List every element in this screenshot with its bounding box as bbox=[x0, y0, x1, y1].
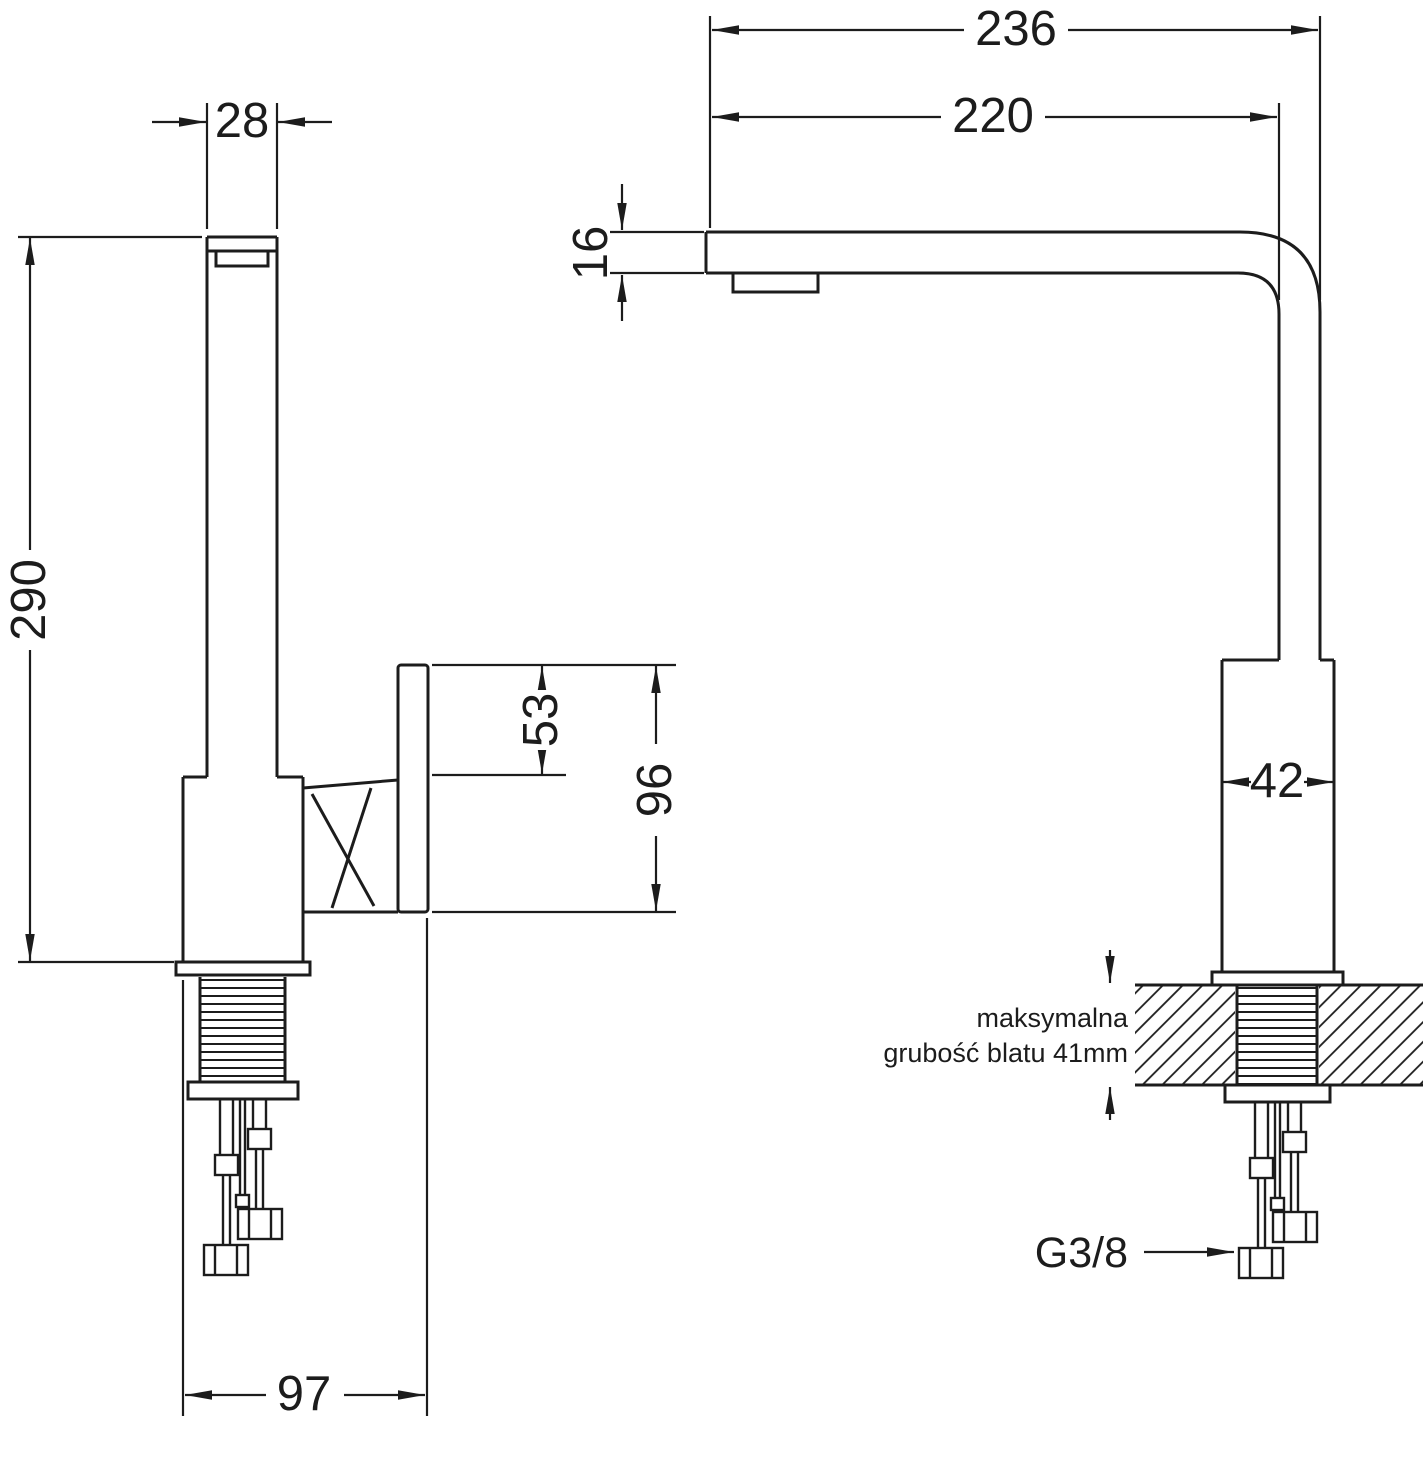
countertop-hatch-left bbox=[1135, 985, 1235, 1085]
handle-joint-top bbox=[302, 778, 399, 790]
dim-label-base-depth: 97 bbox=[277, 1367, 332, 1421]
locknut-front bbox=[1223, 1083, 1332, 1104]
countertop-hatch-right bbox=[1319, 985, 1423, 1085]
handle-lever-plate bbox=[396, 663, 430, 914]
mounting-hardware-front-view bbox=[1237, 1100, 1319, 1280]
dim-label-spout-width: 28 bbox=[215, 94, 270, 148]
countertop-note-line1: maksymalna bbox=[976, 1003, 1129, 1033]
handle-joint-diagonal-2 bbox=[330, 787, 373, 909]
dim-label-total-height: 290 bbox=[2, 559, 56, 641]
mounting-hardware-side-view bbox=[202, 1097, 284, 1277]
spout-outer-profile bbox=[706, 230, 1322, 660]
dim-label-handle-offset: 53 bbox=[514, 693, 568, 748]
spout-inner-profile bbox=[706, 271, 1281, 660]
locknut bbox=[186, 1080, 300, 1101]
threaded-shank-threads bbox=[200, 977, 285, 1082]
side-view-outline bbox=[174, 235, 430, 1101]
dim-label-handle-height: 96 bbox=[628, 763, 682, 818]
front-view-dimensions bbox=[610, 8, 1334, 1257]
countertop-note-line2: grubość blatu 41mm bbox=[883, 1038, 1128, 1068]
dim-label-spout-thickness: 16 bbox=[564, 226, 618, 281]
dim-label-body-width: 42 bbox=[1250, 754, 1305, 808]
front-view-outline bbox=[704, 230, 1423, 1104]
connector-thread-label: G3/8 bbox=[1035, 1229, 1128, 1277]
base-flange-front bbox=[1210, 970, 1345, 987]
dim-label-spout-reach: 220 bbox=[952, 89, 1034, 143]
handle-joint-diagonal-1 bbox=[310, 793, 376, 907]
threaded-shank-threads-front bbox=[1237, 987, 1317, 1085]
aerator-detail bbox=[214, 249, 270, 268]
aerator-block bbox=[731, 271, 820, 294]
dim-label-overall-width: 236 bbox=[975, 2, 1057, 56]
base-flange bbox=[174, 960, 312, 977]
side-view-dimensions bbox=[8, 103, 678, 1416]
